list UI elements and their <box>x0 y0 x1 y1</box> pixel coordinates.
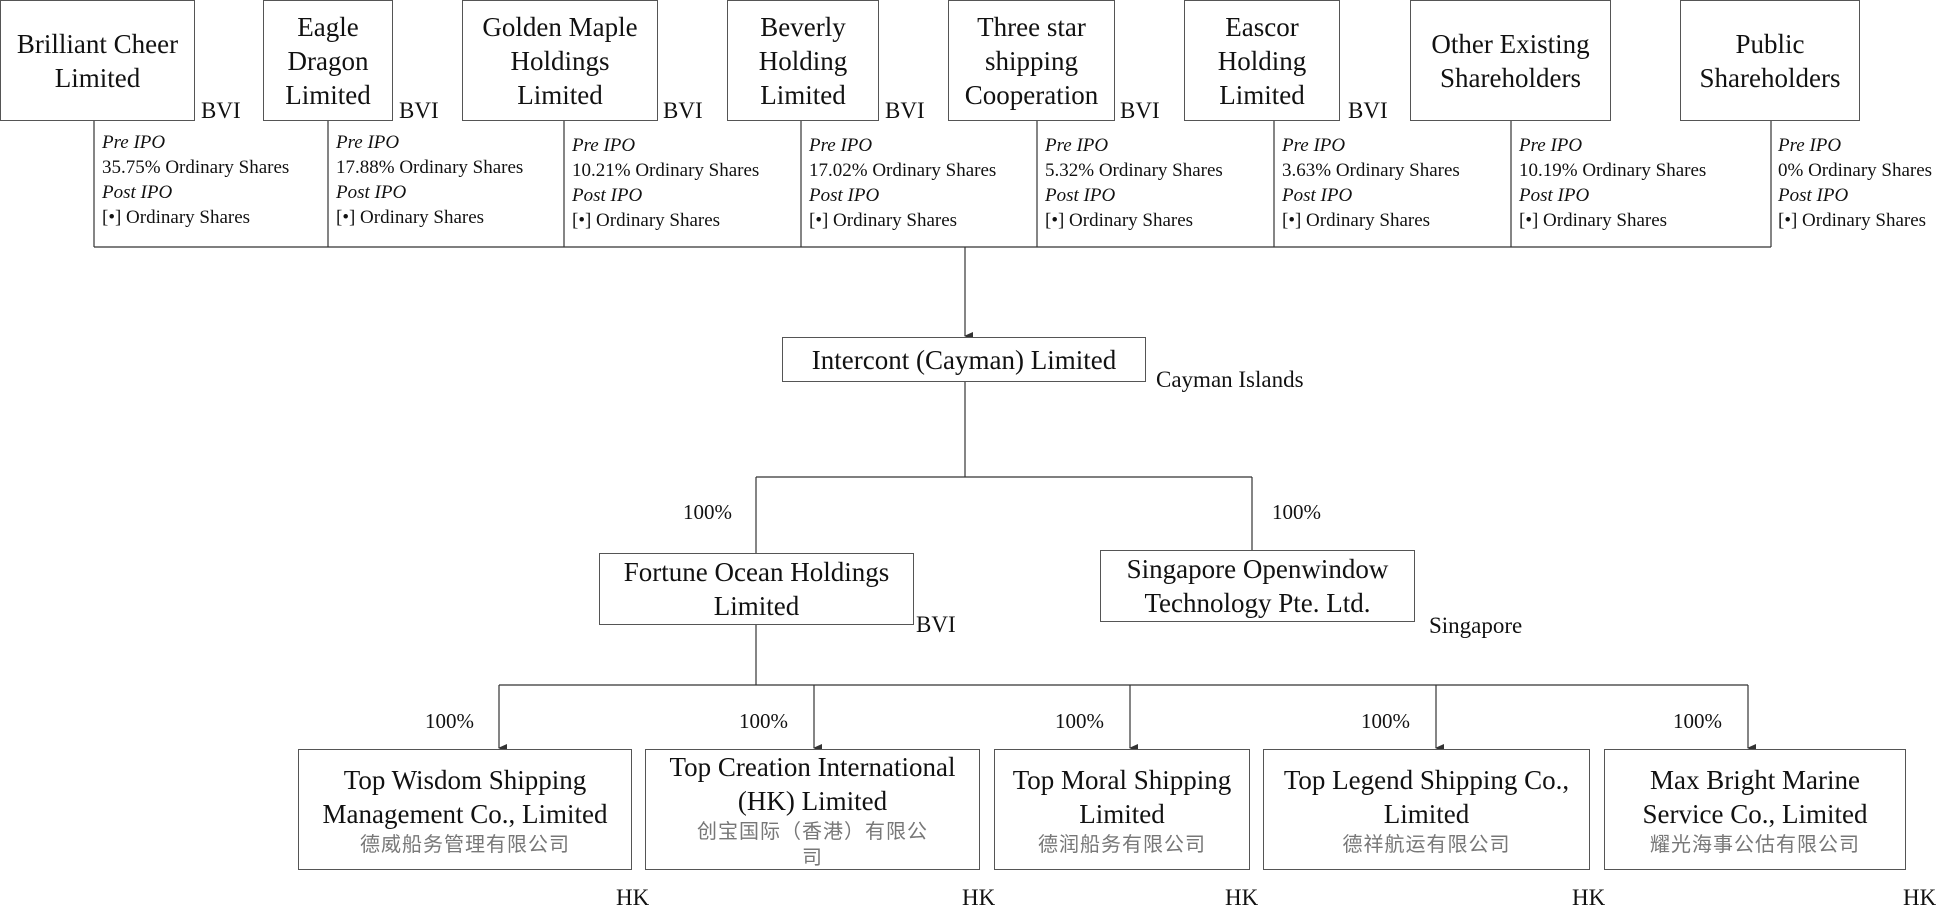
post-ipo-value: [•] Ordinary Shares <box>572 210 721 231</box>
pre-ipo-label: Pre IPO <box>1282 135 1346 156</box>
chinese-company-name: 德润船务有限公司 <box>1038 831 1206 856</box>
shareholder-name: Three star shipping Cooperation <box>964 11 1099 110</box>
ownership-percentage: 100% <box>1361 709 1410 733</box>
shareholder-box-golden-maple: Golden Maple Holdings Limited <box>462 0 658 121</box>
post-ipo-label: Post IPO <box>1519 185 1590 206</box>
pre-ipo-value: 0% Ordinary Shares <box>1778 160 1933 181</box>
pre-ipo-label: Pre IPO <box>1519 135 1583 156</box>
jurisdiction-label: BVI <box>916 612 956 637</box>
pre-ipo-value: 17.02% Ordinary Shares <box>809 160 997 181</box>
jurisdiction-label: BVI <box>663 98 703 123</box>
jurisdiction-label: BVI <box>885 98 925 123</box>
jurisdiction-label: BVI <box>1120 98 1160 123</box>
post-ipo-value: [•] Ordinary Shares <box>336 207 485 228</box>
jurisdiction-label: HK <box>1225 885 1259 910</box>
share-detail-eagle-dragon: Pre IPO 17.88% Ordinary Shares Post IPO … <box>336 130 523 230</box>
subsidiary-box-top-wisdom: Top Wisdom Shipping Management Co., Limi… <box>298 749 632 870</box>
company-name: Top Creation International (HK) Limited <box>669 751 956 816</box>
subsidiary-box-top-creation: Top Creation International (HK) Limited … <box>645 749 980 870</box>
pre-ipo-label: Pre IPO <box>572 135 636 156</box>
post-ipo-label: Post IPO <box>1282 185 1353 206</box>
share-detail-public: Pre IPO 0% Ordinary Shares Post IPO [•] … <box>1778 133 1932 233</box>
shareholder-box-public: Public Shareholders <box>1680 0 1860 121</box>
chinese-company-name: 德祥航运有限公司 <box>1342 831 1511 856</box>
jurisdiction-label: HK <box>1903 885 1937 910</box>
post-ipo-label: Post IPO <box>1045 185 1116 206</box>
share-detail-eascor: Pre IPO 3.63% Ordinary Shares Post IPO [… <box>1282 133 1460 233</box>
company-name: Top Wisdom Shipping Management Co., Limi… <box>322 764 608 829</box>
pre-ipo-value: 5.32% Ordinary Shares <box>1045 160 1223 181</box>
shareholder-name: Public Shareholders <box>1699 28 1841 93</box>
ownership-percentage: 100% <box>1272 500 1321 524</box>
ownership-percentage: 100% <box>683 500 732 524</box>
ownership-percentage: 100% <box>739 709 788 733</box>
pre-ipo-label: Pre IPO <box>102 132 166 153</box>
share-detail-brilliant-cheer: Pre IPO 35.75% Ordinary Shares Post IPO … <box>102 130 289 230</box>
parent-company-name: Intercont (Cayman) Limited <box>811 344 1117 375</box>
pre-ipo-value: 10.19% Ordinary Shares <box>1519 160 1707 181</box>
ownership-percentage: 100% <box>1673 709 1722 733</box>
shareholder-name: Eagle Dragon Limited <box>285 11 371 110</box>
jurisdiction-label: Singapore <box>1429 613 1523 638</box>
fortune-ocean-box: Fortune Ocean Holdings Limited <box>599 553 914 625</box>
company-name: Singapore Openwindow Technology Pte. Ltd… <box>1126 554 1389 618</box>
share-detail-beverly: Pre IPO 17.02% Ordinary Shares Post IPO … <box>809 133 996 233</box>
shareholder-box-other-existing: Other Existing Shareholders <box>1410 0 1611 121</box>
chinese-company-name: 创宝国际（香港）有限公司 <box>697 818 928 869</box>
share-detail-other-existing: Pre IPO 10.19% Ordinary Shares Post IPO … <box>1519 133 1706 233</box>
shareholder-box-eascor: Eascor Holding Limited <box>1184 0 1340 121</box>
company-name: Fortune Ocean Holdings Limited <box>623 557 890 621</box>
jurisdiction-label: BVI <box>1348 98 1388 123</box>
shareholder-name: Beverly Holding Limited <box>758 11 848 110</box>
jurisdiction-label: HK <box>962 885 996 910</box>
company-name: Max Bright Marine Service Co., Limited <box>1642 764 1868 829</box>
post-ipo-label: Post IPO <box>102 182 173 203</box>
chinese-company-name: 耀光海事公估有限公司 <box>1650 831 1860 856</box>
pre-ipo-label: Pre IPO <box>336 132 400 153</box>
post-ipo-value: [•] Ordinary Shares <box>809 210 958 231</box>
share-detail-golden-maple: Pre IPO 10.21% Ordinary Shares Post IPO … <box>572 133 759 233</box>
shareholder-box-brilliant-cheer: Brilliant Cheer Limited <box>0 0 195 121</box>
pre-ipo-label: Pre IPO <box>1045 135 1109 156</box>
share-detail-three-star: Pre IPO 5.32% Ordinary Shares Post IPO [… <box>1045 133 1223 233</box>
subsidiary-box-max-bright: Max Bright Marine Service Co., Limited 耀… <box>1604 749 1906 870</box>
post-ipo-value: [•] Ordinary Shares <box>1519 210 1668 231</box>
post-ipo-value: [•] Ordinary Shares <box>1045 210 1194 231</box>
jurisdiction-label: HK <box>1572 885 1606 910</box>
jurisdiction-label: HK <box>616 885 650 910</box>
shareholder-box-eagle-dragon: Eagle Dragon Limited <box>263 0 393 121</box>
chinese-company-name: 德威船务管理有限公司 <box>360 831 570 856</box>
company-name: Top Legend Shipping Co., Limited <box>1283 764 1570 829</box>
pre-ipo-label: Pre IPO <box>809 135 873 156</box>
shareholder-name: Brilliant Cheer Limited <box>16 28 179 93</box>
pre-ipo-value: 17.88% Ordinary Shares <box>336 157 524 178</box>
jurisdiction-label: BVI <box>201 98 241 123</box>
shareholder-name: Other Existing Shareholders <box>1431 28 1590 93</box>
post-ipo-value: [•] Ordinary Shares <box>1282 210 1431 231</box>
subsidiary-box-top-legend: Top Legend Shipping Co., Limited 德祥航运有限公… <box>1263 749 1590 870</box>
pre-ipo-value: 10.21% Ordinary Shares <box>572 160 760 181</box>
shareholder-box-beverly: Beverly Holding Limited <box>727 0 879 121</box>
post-ipo-value: [•] Ordinary Shares <box>102 207 251 228</box>
post-ipo-value: [•] Ordinary Shares <box>1778 210 1927 231</box>
jurisdiction-label: BVI <box>399 98 439 123</box>
pre-ipo-label: Pre IPO <box>1778 135 1842 156</box>
post-ipo-label: Post IPO <box>809 185 880 206</box>
post-ipo-label: Post IPO <box>1778 185 1849 206</box>
subsidiary-box-top-moral: Top Moral Shipping Limited 德润船务有限公司 <box>994 749 1250 870</box>
ownership-percentage: 100% <box>425 709 474 733</box>
shareholder-box-three-star: Three star shipping Cooperation <box>948 0 1115 121</box>
company-name: Top Moral Shipping Limited <box>1012 764 1232 829</box>
ownership-percentage: 100% <box>1055 709 1104 733</box>
post-ipo-label: Post IPO <box>336 182 407 203</box>
post-ipo-label: Post IPO <box>572 185 643 206</box>
parent-company-box: Intercont (Cayman) Limited <box>782 337 1146 382</box>
singapore-openwindow-box: Singapore Openwindow Technology Pte. Ltd… <box>1100 550 1415 622</box>
parent-jurisdiction-label: Cayman Islands <box>1156 367 1304 392</box>
pre-ipo-value: 3.63% Ordinary Shares <box>1282 160 1460 181</box>
shareholder-name: Eascor Holding Limited <box>1217 11 1307 110</box>
pre-ipo-value: 35.75% Ordinary Shares <box>102 157 290 178</box>
shareholder-name: Golden Maple Holdings Limited <box>482 11 638 110</box>
